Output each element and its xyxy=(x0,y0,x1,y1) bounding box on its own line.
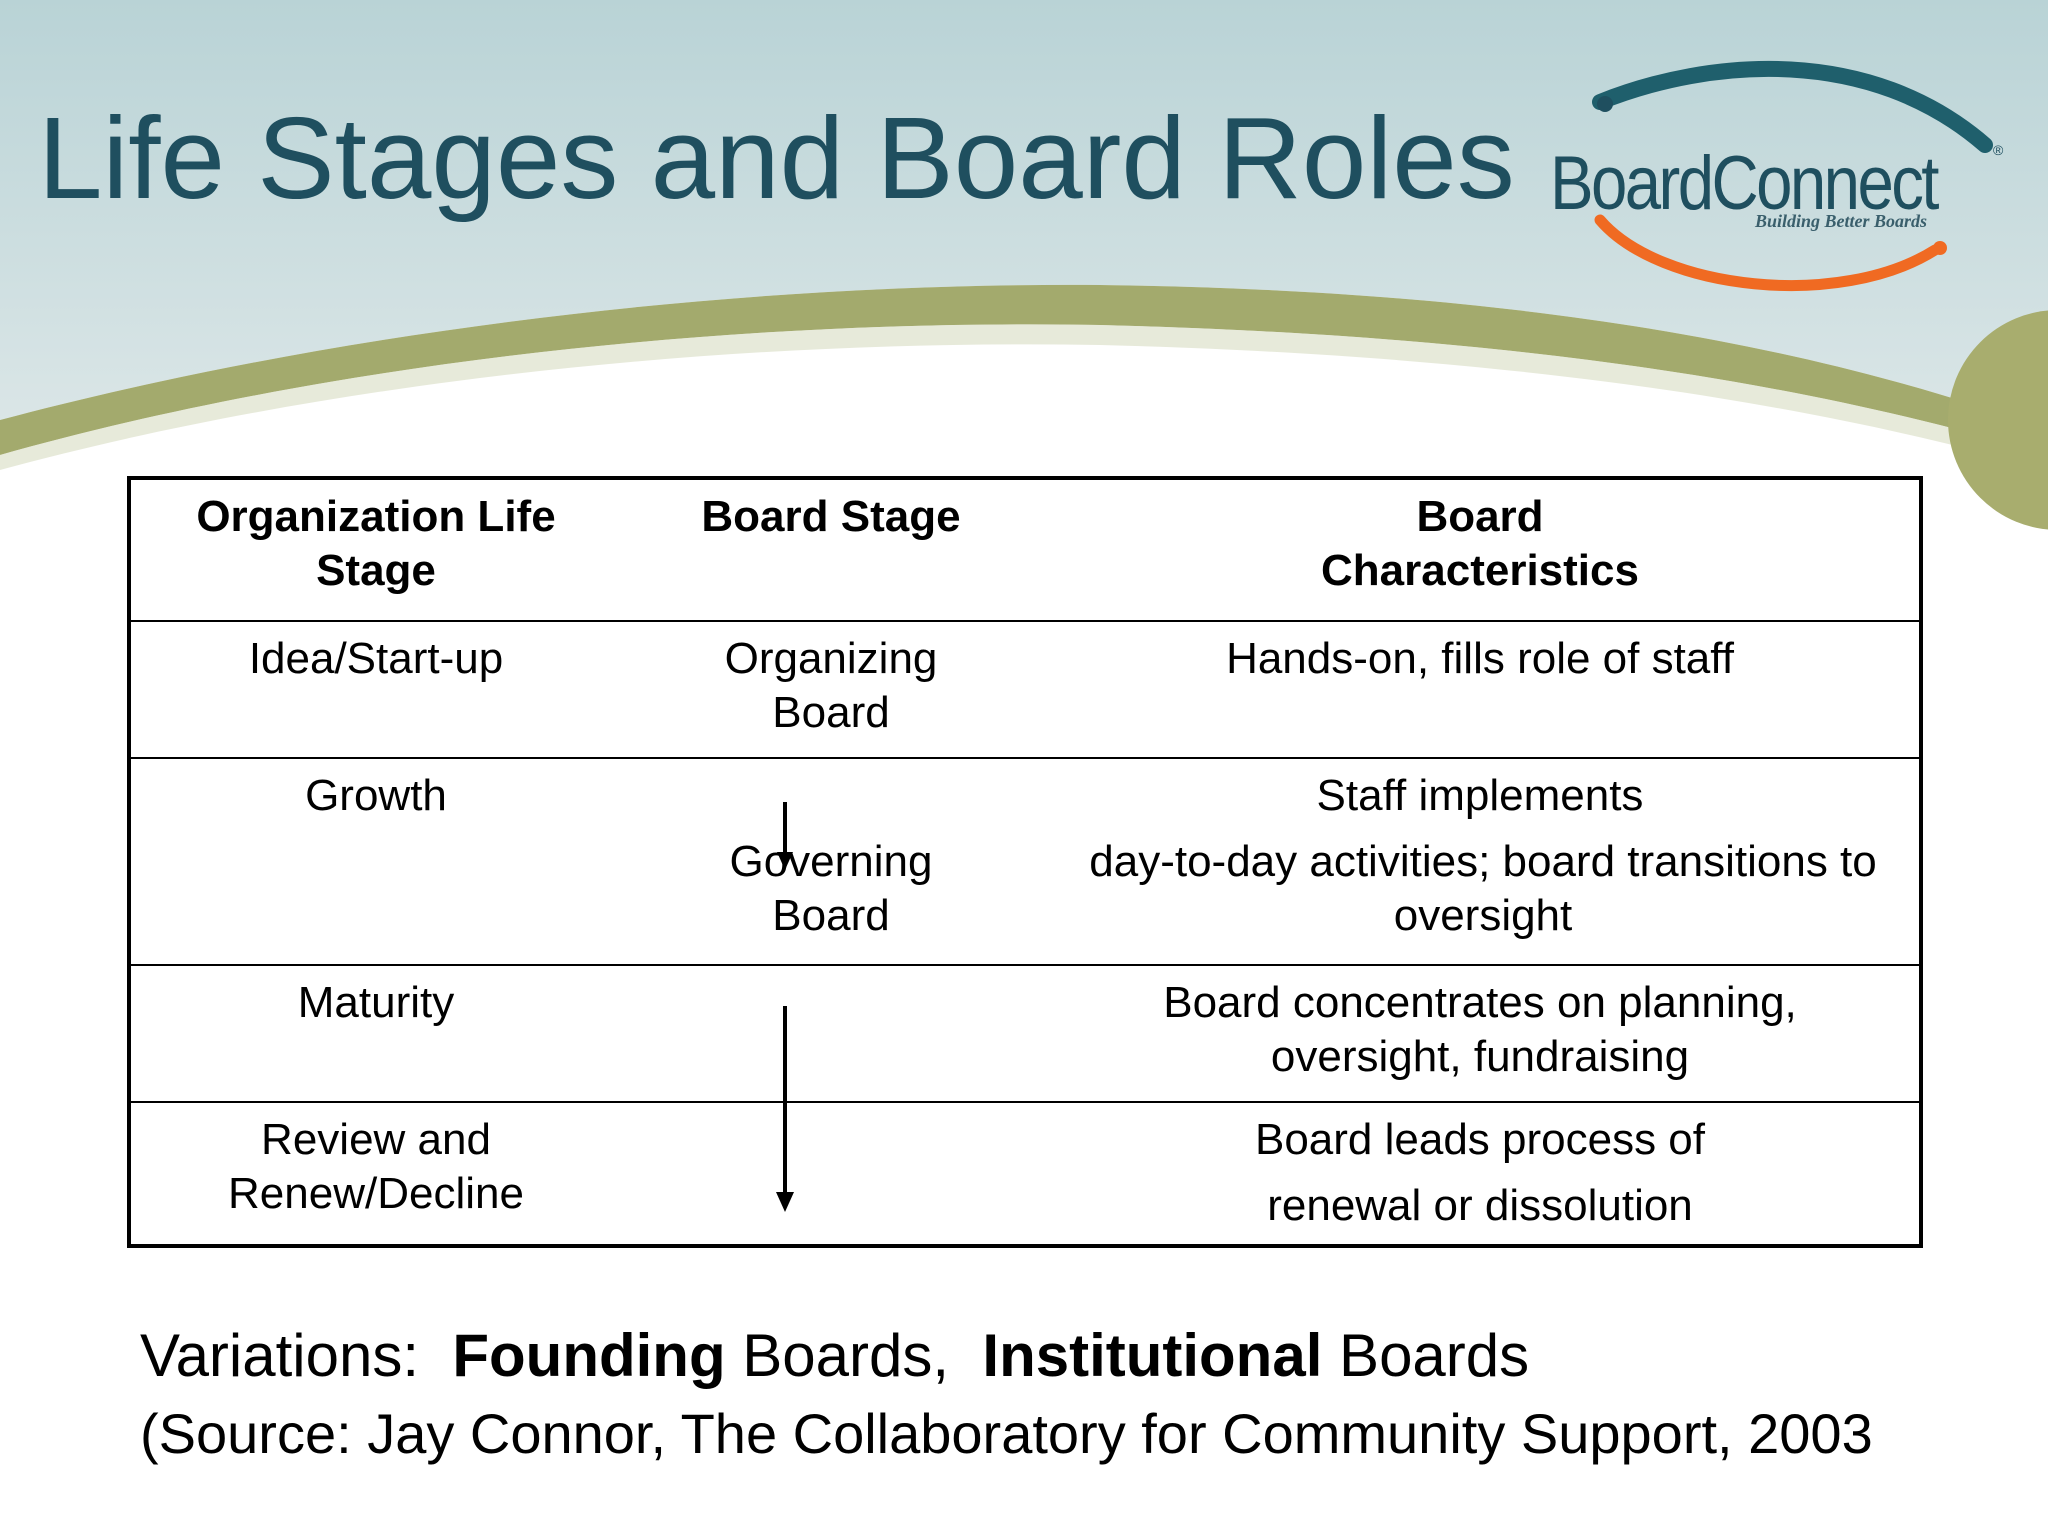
boardconnect-logo: BoardConnect ® Building Better Boards xyxy=(1540,40,2020,310)
table-header-row: Organization Life Stage Board Stage Boar… xyxy=(129,477,1921,622)
logo-swoosh xyxy=(1592,60,1993,292)
cell-characteristics: Board leads process of renewal or dissol… xyxy=(1041,1101,1921,1247)
cell-life-stage: Review and Renew/Decline xyxy=(129,1101,621,1247)
olive-circle xyxy=(1948,310,2048,530)
table-row: Idea/Start-up Organizing Board Hands-on,… xyxy=(129,620,1921,759)
cell-board-stage: Organizing Board xyxy=(621,620,1041,759)
cell-life-stage: Growth xyxy=(129,756,621,967)
cell-life-stage: Idea/Start-up xyxy=(129,620,621,759)
source-citation: (Source: Jay Connor, The Collaboratory f… xyxy=(140,1402,1873,1465)
table-row: Growth Governing Board Staff implements … xyxy=(129,756,1921,967)
cell-characteristics: Staff implements day-to-day activities; … xyxy=(1041,756,1921,967)
variation-founding-rest: Boards, xyxy=(725,1322,983,1389)
header-band xyxy=(0,0,2048,430)
header-board-characteristics: Board Characteristics xyxy=(1041,477,1921,622)
cell-characteristics: Hands-on, fills role of staff xyxy=(1041,620,1921,759)
variation-institutional-rest: Boards xyxy=(1322,1322,1530,1389)
logo-name: BoardConnect xyxy=(1550,141,1939,226)
variations-prefix: Variations: xyxy=(140,1322,453,1389)
table-row: Review and Renew/Decline Board leads pro… xyxy=(129,1101,1921,1247)
logo-tagline: Building Better Boards xyxy=(1755,211,1928,231)
variation-founding: Founding xyxy=(452,1322,726,1389)
olive-swoosh-fade xyxy=(0,324,2048,470)
logo-registered-mark: ® xyxy=(1993,142,2004,158)
table-row: Maturity Board concentrates on planning,… xyxy=(129,964,1921,1104)
olive-swoosh xyxy=(0,284,2048,455)
slide-title: Life Stages and Board Roles xyxy=(38,93,1515,223)
cell-board-stage: Governing Board xyxy=(621,756,1041,967)
header-board-stage: Board Stage xyxy=(621,477,1041,622)
life-stages-table: Organization Life Stage Board Stage Boar… xyxy=(127,476,1923,1248)
header-org-life-stage: Organization Life Stage xyxy=(129,477,621,622)
cell-board-stage xyxy=(621,964,1041,1104)
variations-line: Variations: Founding Boards, Institution… xyxy=(140,1326,1529,1386)
cell-life-stage: Maturity xyxy=(129,964,621,1104)
cell-board-stage xyxy=(621,1101,1041,1247)
cell-characteristics: Board concentrates on planning, oversigh… xyxy=(1041,964,1921,1104)
variation-institutional: Institutional xyxy=(982,1322,1323,1389)
